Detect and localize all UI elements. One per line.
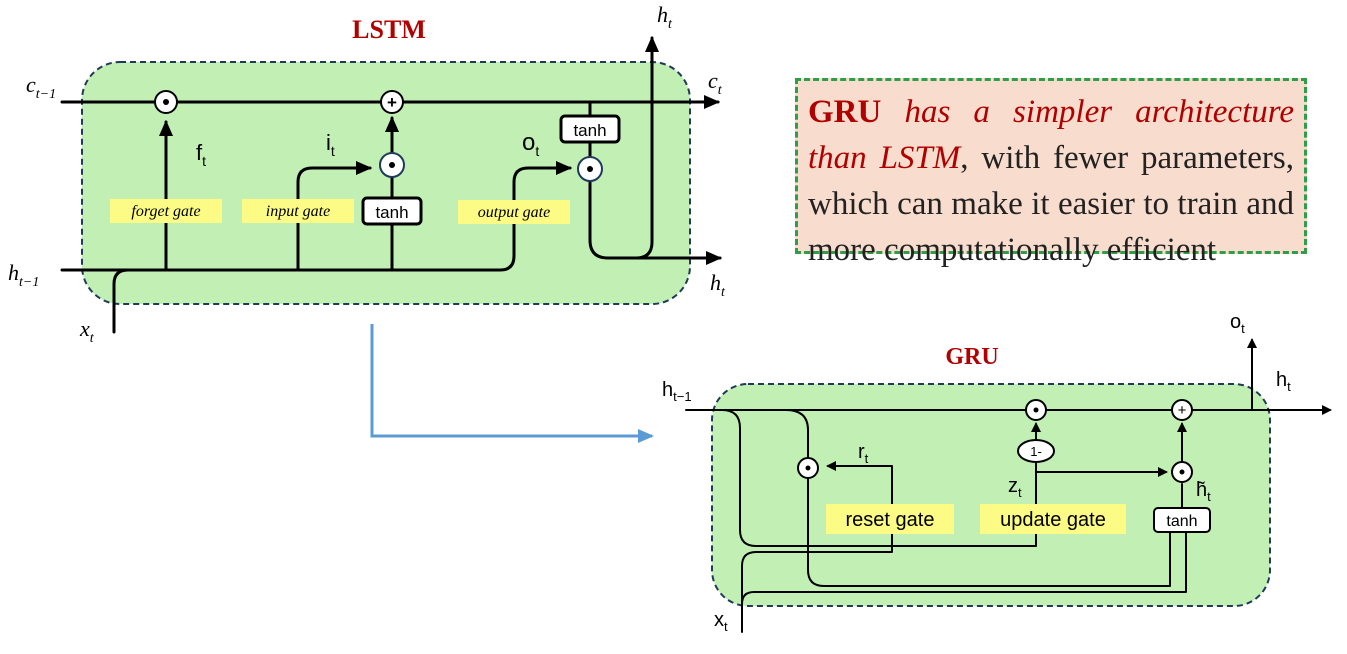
lstm-tanh-box-candidate: [361, 196, 423, 226]
h-top-label: ht: [657, 2, 673, 32]
gru-cell-box: [711, 383, 1271, 607]
forget-gate-label: forget gate: [131, 203, 200, 220]
note-emphasis: has a simpler architecture than LSTM: [808, 94, 1295, 176]
forget-gate-label-bg: [110, 199, 222, 223]
svg-text:tanh: tanh: [1166, 513, 1197, 530]
svg-text:+: +: [1178, 402, 1187, 419]
input-gate-label-bg: [242, 199, 354, 223]
gru-h-out-label: ht: [1276, 369, 1291, 394]
gru-cell: GRU + 1- tanh reset gat: [662, 311, 1332, 634]
svg-text:tanh: tanh: [375, 203, 408, 222]
c-prev-label: ct−1: [26, 72, 56, 102]
gru-htilde-symbol: h̃t: [1196, 479, 1211, 504]
output-symbol: ot: [522, 129, 539, 159]
output-line: [588, 180, 722, 265]
gru-z-symbol: zt: [1008, 475, 1022, 500]
update-gate-label: update gate: [1000, 509, 1106, 531]
gru-h-prev-label: ht−1: [662, 379, 692, 404]
gru-tanh-box: [1153, 507, 1211, 533]
reset-gate-label: reset gate: [846, 509, 935, 531]
c-next-label: ct: [708, 68, 723, 98]
output-gate-label: output gate: [478, 204, 550, 221]
gru-loop-a: [721, 409, 1037, 547]
lstm-tanh-box-output: [559, 114, 621, 144]
gru-comparison-note: GRU has a simpler architecture than LSTM…: [795, 78, 1307, 268]
input-gate-label: input gate: [266, 203, 330, 220]
gru-one-minus-node: [1017, 439, 1055, 463]
h-right-label: ht: [710, 270, 726, 300]
cell-add-node: [380, 90, 404, 114]
output-up-line: [634, 36, 659, 260]
gru-o-out-label: ot: [1230, 311, 1245, 336]
svg-text:1-: 1-: [1030, 444, 1042, 459]
lstm-title: LSTM: [352, 15, 426, 44]
reset-gate-label-bg: [826, 504, 954, 534]
gru-loop-b: [785, 409, 1171, 587]
svg-text:+: +: [387, 93, 397, 112]
gru-add-node: [1171, 399, 1193, 421]
forget-symbol: ft: [196, 140, 206, 169]
gru-title: GRU: [945, 344, 998, 370]
lstm-cell: LSTM + tanh tanh: [8, 2, 726, 346]
update-gate-label-bg: [980, 504, 1126, 534]
note-body: , with fewer parameters, which can make …: [808, 140, 1294, 268]
lstm-cell-box: [81, 61, 691, 305]
gru-x-label: xt: [714, 609, 728, 634]
x-input-line: [112, 268, 130, 334]
h-prev-label: ht−1: [8, 260, 39, 290]
lstm-to-gru-arrow: [370, 324, 654, 443]
note-highlight: GRU: [808, 94, 882, 130]
gru-x-branch: [741, 461, 893, 605]
input-symbol: it: [326, 130, 335, 159]
svg-text:tanh: tanh: [573, 121, 606, 140]
input-branch: [296, 161, 372, 272]
x-label: xt: [79, 316, 95, 346]
gru-r-symbol: rt: [858, 441, 869, 466]
output-gate-label-bg: [458, 200, 570, 224]
